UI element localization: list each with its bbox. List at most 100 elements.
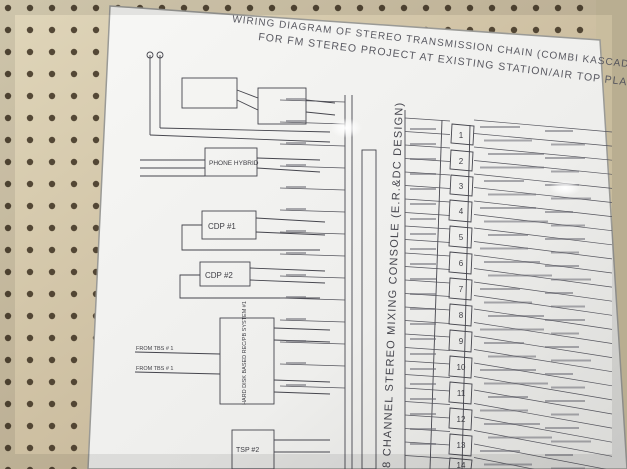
fine-print-mark: [484, 180, 524, 182]
wire-line: [404, 333, 451, 338]
fine-print-mark: [551, 440, 591, 443]
wire-line: [404, 347, 451, 351]
channel-number: 8: [459, 311, 464, 320]
fine-print-mark: [545, 157, 585, 159]
channel-number: 13: [457, 441, 466, 450]
wire-line: [279, 143, 346, 147]
fine-print-mark: [410, 398, 436, 400]
fine-print-mark: [286, 230, 306, 232]
wire-line: [473, 376, 613, 401]
fine-print-mark: [484, 463, 532, 466]
wire-line: [404, 117, 451, 122]
wire-line: [473, 119, 613, 133]
wire-line: [404, 252, 451, 257]
wire-line: [279, 231, 346, 235]
fine-print-mark: [286, 208, 306, 210]
fine-print-mark: [410, 203, 436, 205]
wire-line: [279, 275, 346, 279]
hard-disk-label: HARD DISK BASED REC/PB SYSTEM #1: [242, 301, 248, 405]
fine-print-mark: [488, 193, 536, 196]
fine-print-mark: [545, 346, 579, 348]
wire-line: [473, 295, 613, 316]
fine-print-mark: [480, 409, 528, 412]
fine-print-mark: [484, 382, 548, 385]
fine-print-mark: [545, 238, 585, 240]
wire-line: [473, 443, 607, 469]
fine-print-mark: [410, 428, 436, 430]
fine-print-mark: [480, 369, 536, 371]
fine-print-mark: [410, 233, 436, 235]
wire-line: [473, 349, 613, 373]
wire-line: [279, 297, 346, 301]
wire-line: [404, 225, 451, 230]
wire-line: [473, 187, 613, 203]
fine-print-mark: [484, 342, 524, 344]
fine-print-mark: [551, 143, 585, 146]
fine-print-mark: [551, 170, 579, 173]
wire-line: [473, 308, 613, 330]
channel-number: 2: [459, 157, 464, 166]
fine-print-mark: [545, 292, 573, 294]
fine-print-mark: [286, 98, 306, 100]
fine-print-mark: [410, 218, 436, 220]
hard-disk-block: [219, 317, 275, 405]
fine-print-mark: [480, 207, 536, 209]
fine-print-mark: [488, 274, 552, 277]
fine-print-mark: [410, 413, 436, 415]
fine-print-mark: [488, 436, 552, 439]
fine-print-mark: [410, 278, 436, 280]
fine-print-mark: [545, 373, 573, 375]
fine-print-mark: [551, 413, 579, 416]
fine-print-mark: [545, 427, 579, 429]
channel-number: 11: [457, 389, 466, 398]
diagram-fine-print: [286, 98, 591, 469]
wire-line: [279, 99, 346, 103]
fine-print-mark: [286, 318, 306, 320]
fine-print-mark: [551, 251, 579, 254]
phone-hybrid-block: [204, 147, 258, 177]
channel-number: 1: [459, 131, 464, 140]
fine-print-mark: [480, 288, 520, 290]
channel-number: 7: [459, 285, 464, 294]
glare-right: [549, 180, 581, 196]
fine-print-mark: [484, 423, 540, 425]
fine-print-mark: [410, 323, 436, 325]
diagram-content: [134, 51, 475, 469]
wire-line: [279, 165, 346, 169]
channel-number: 4: [459, 207, 464, 216]
wire-line: [404, 414, 451, 419]
fine-print-mark: [410, 173, 436, 175]
fine-print-mark: [484, 139, 532, 142]
fine-print-mark: [410, 383, 436, 385]
fine-print-mark: [551, 467, 585, 469]
fine-print-mark: [286, 120, 306, 122]
fine-print-mark: [488, 355, 536, 358]
fine-print-mark: [286, 142, 306, 144]
wire-line: [404, 401, 451, 405]
fine-print-mark: [410, 368, 436, 370]
wire-line: [404, 266, 451, 270]
wire-line: [279, 341, 346, 345]
fine-print-mark: [410, 143, 436, 145]
fine-print-mark: [551, 359, 591, 362]
fine-print-mark: [410, 248, 436, 250]
fine-print-mark: [545, 211, 573, 213]
fine-print-mark: [551, 386, 585, 389]
wire-line: [473, 403, 613, 429]
wire-line: [404, 455, 451, 459]
fine-print-mark: [488, 153, 544, 155]
from-tbs2-label: FROM TBS # 1: [136, 366, 174, 372]
fine-print-mark: [484, 301, 532, 304]
fine-print-mark: [410, 188, 436, 190]
tsp-block: [231, 429, 275, 469]
wire-line: [404, 185, 451, 189]
wire-line: [279, 187, 346, 191]
tsp-label: TSP #2: [236, 447, 259, 454]
fine-print-mark: [286, 340, 306, 342]
wire-line: [473, 457, 535, 469]
channel-number: 10: [457, 363, 466, 372]
channel-number: 12: [457, 415, 466, 424]
channel-number: 6: [459, 259, 464, 268]
